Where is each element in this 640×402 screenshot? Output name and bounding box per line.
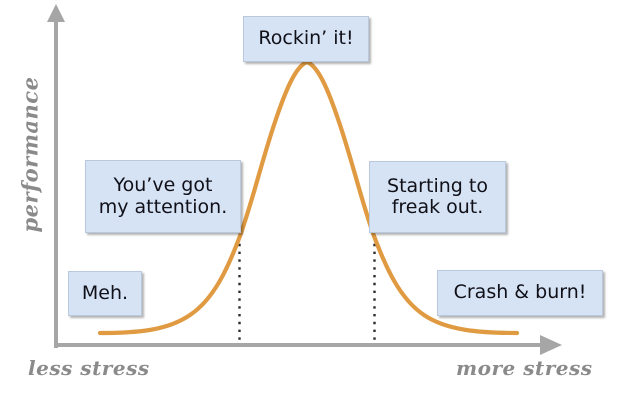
callout-meh-line-1: Meh. — [81, 281, 129, 304]
callout-youve-got-my-attention: You’ve got my attention. — [85, 160, 241, 233]
callout-attention-line-2: my attention. — [98, 195, 228, 218]
x-axis-arrow-icon — [540, 335, 562, 355]
callout-freakout-line-2: freak out. — [391, 196, 484, 218]
callout-starting-to-freak-out: Starting to freak out. — [369, 161, 506, 233]
callout-crash-and-burn: Crash & burn! — [437, 270, 603, 316]
y-axis-label: performance — [17, 76, 43, 233]
callout-meh: Meh. — [68, 271, 142, 316]
callout-rockin-line-1: Rockin’ it! — [258, 27, 354, 50]
y-axis-arrow-icon — [47, 4, 65, 22]
performance-curve — [97, 59, 520, 336]
x-axis-label-right: more stress — [456, 356, 593, 380]
callout-crash-line-1: Crash & burn! — [453, 281, 587, 304]
x-axis-label-left: less stress — [28, 356, 150, 380]
callout-rockin-it: Rockin’ it! — [243, 16, 369, 62]
callout-attention-line-1: You’ve got — [113, 174, 213, 197]
callout-freakout-line-1: Starting to — [387, 174, 488, 197]
